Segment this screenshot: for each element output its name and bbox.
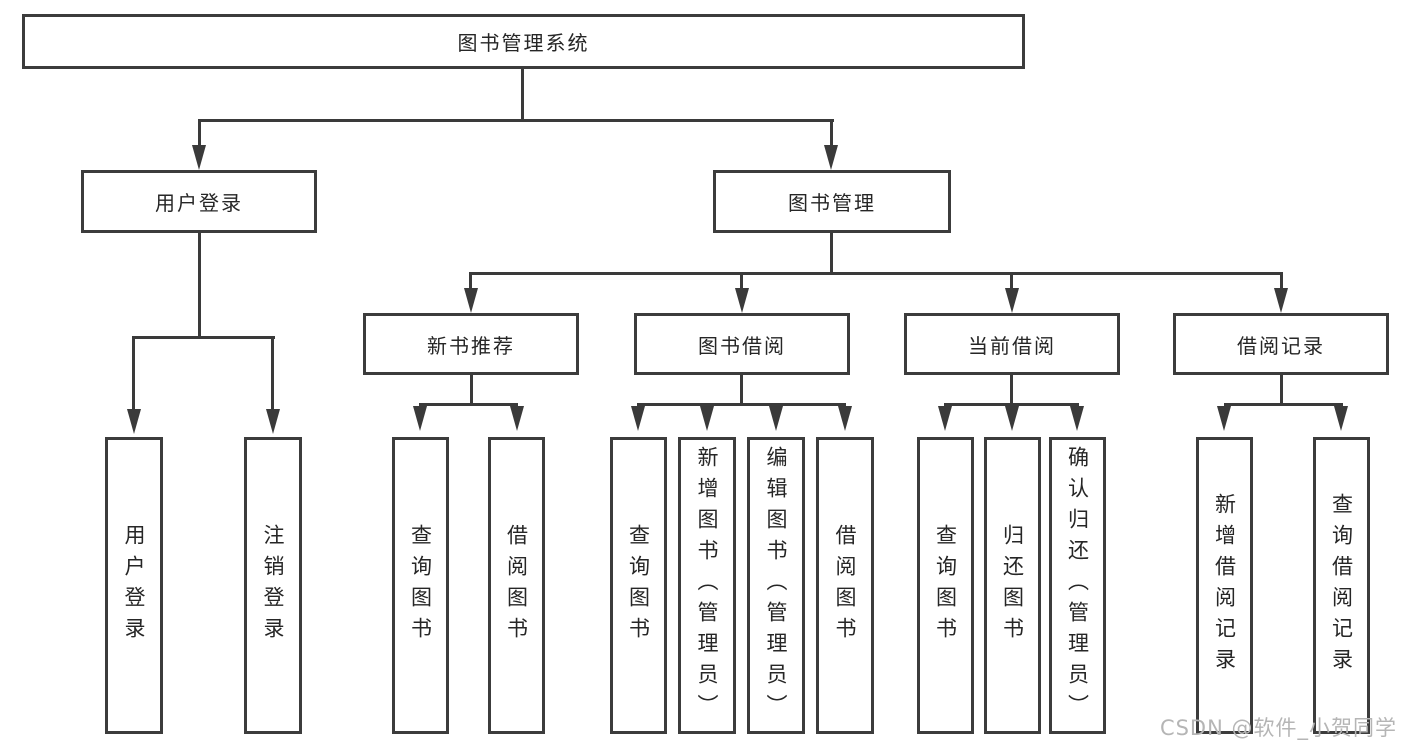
node-label: 图书管理系统 <box>457 31 590 55</box>
arrow-down-icon <box>735 288 749 313</box>
connector-line <box>198 119 201 149</box>
leaf-user-login: 用户登录 <box>105 437 163 734</box>
arrow-down-icon <box>824 145 838 170</box>
node-label: 确认归还（管理员） <box>1065 446 1090 725</box>
connector-line <box>637 403 846 406</box>
connector-line <box>1010 272 1013 290</box>
arrow-down-icon <box>838 406 852 431</box>
node-label: 查询图书 <box>933 523 958 648</box>
arrow-down-icon <box>266 409 280 434</box>
node-borrowing-records: 借阅记录 <box>1173 313 1389 375</box>
node-new-book-recommend: 新书推荐 <box>363 313 579 375</box>
node-label: 归还图书 <box>1000 523 1025 648</box>
connector-line <box>1010 375 1013 406</box>
leaf-return-book: 归还图书 <box>984 437 1041 734</box>
node-current-borrowing: 当前借阅 <box>904 313 1120 375</box>
connector-line <box>944 403 1079 406</box>
leaf-query-books-borrowing: 查询图书 <box>610 437 667 734</box>
connector-line <box>1280 272 1283 290</box>
connector-line <box>830 233 833 275</box>
leaf-borrow-books: 借阅图书 <box>816 437 874 734</box>
node-book-management: 图书管理 <box>713 170 951 233</box>
node-label: 用户登录 <box>122 523 146 648</box>
node-label: 新增图书（管理员） <box>695 446 719 725</box>
node-label: 图书借阅 <box>698 333 786 358</box>
arrow-down-icon <box>1274 288 1288 313</box>
node-label: 当前借阅 <box>968 333 1056 358</box>
arrow-down-icon <box>127 409 141 434</box>
connector-line <box>1280 375 1283 406</box>
connector-line <box>1224 403 1343 406</box>
arrow-down-icon <box>1005 288 1019 313</box>
leaf-add-book-admin: 新增图书（管理员） <box>678 437 736 734</box>
connector-line <box>198 119 834 122</box>
leaf-add-borrow-record: 新增借阅记录 <box>1196 437 1253 734</box>
node-book-borrowing: 图书借阅 <box>634 313 850 375</box>
leaf-edit-book-admin: 编辑图书（管理员） <box>747 437 805 734</box>
leaf-query-books-current: 查询图书 <box>917 437 974 734</box>
node-label: 借阅图书 <box>504 523 529 648</box>
node-label: 编辑图书（管理员） <box>764 446 788 725</box>
arrow-down-icon <box>938 406 952 431</box>
arrow-down-icon <box>510 406 524 431</box>
node-user-login: 用户登录 <box>81 170 317 233</box>
connector-line <box>469 272 1283 275</box>
arrow-down-icon <box>464 288 478 313</box>
leaf-query-borrow-record: 查询借阅记录 <box>1313 437 1370 734</box>
node-label: 查询借阅记录 <box>1329 492 1354 679</box>
node-label: 查询图书 <box>626 523 651 648</box>
arrow-down-icon <box>1070 406 1084 431</box>
node-label: 新书推荐 <box>427 333 515 358</box>
connector-line <box>198 233 201 338</box>
node-label: 借阅图书 <box>833 523 857 648</box>
connector-line <box>419 403 518 406</box>
arrow-down-icon <box>631 406 645 431</box>
arrow-down-icon <box>700 406 714 431</box>
leaf-borrow-books-recommend: 借阅图书 <box>488 437 545 734</box>
arrow-down-icon <box>1005 406 1019 431</box>
arrow-down-icon <box>1217 406 1231 431</box>
connector-line <box>521 69 524 120</box>
leaf-confirm-return-admin: 确认归还（管理员） <box>1049 437 1106 734</box>
connector-line <box>740 272 743 290</box>
node-label: 图书管理 <box>788 191 876 215</box>
node-label: 用户登录 <box>155 191 243 215</box>
arrow-down-icon <box>1334 406 1348 431</box>
connector-line <box>470 375 473 406</box>
node-label: 借阅记录 <box>1237 333 1325 358</box>
connector-line <box>271 336 274 414</box>
node-label: 新增借阅记录 <box>1212 492 1237 679</box>
connector-line <box>830 119 833 149</box>
csdn-watermark: CSDN @软件_小贺同学 <box>1159 716 1397 740</box>
node-label: 查询图书 <box>408 523 433 648</box>
arrow-down-icon <box>413 406 427 431</box>
connector-line <box>132 336 275 339</box>
arrow-down-icon <box>192 145 206 170</box>
leaf-query-books-recommend: 查询图书 <box>392 437 449 734</box>
connector-line <box>469 272 472 290</box>
node-library-management-system: 图书管理系统 <box>22 14 1025 69</box>
node-label: 注销登录 <box>261 523 285 648</box>
leaf-logout: 注销登录 <box>244 437 302 734</box>
connector-line <box>132 336 135 414</box>
connector-line <box>740 375 743 406</box>
arrow-down-icon <box>769 406 783 431</box>
